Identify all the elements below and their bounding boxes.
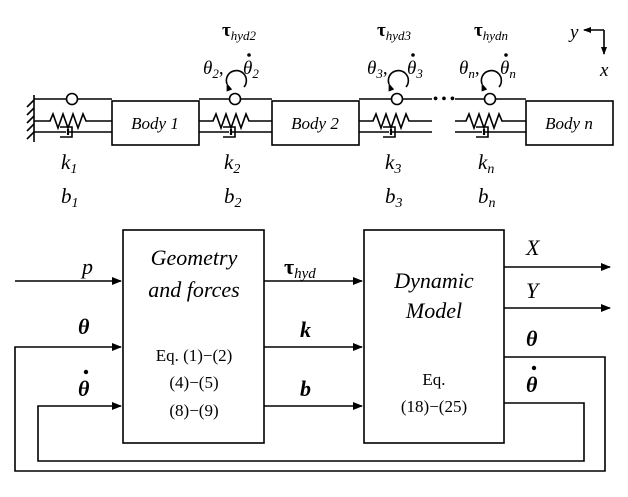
b2-label: b2 [224,184,242,211]
dynamic-eq-2: (18)−(25) [401,397,467,416]
y-output-label: Y [526,278,541,303]
angle-label-2: θ2, θ2 [203,53,259,81]
tau-label: τhyd [284,254,316,282]
block-diagram [14,229,611,472]
angle-label-n: θn, θn [459,53,516,81]
k1-label: k1 [61,150,77,177]
geometry-eq-1: Eq. (1)−(2) [156,346,233,365]
body-2-box [271,100,360,146]
p-label: p [80,254,93,279]
theta-dot-feedback-line [37,402,585,462]
body-1-box [111,100,200,146]
svg-text:θ: θ [78,376,90,401]
body-n-box [525,100,614,146]
b3-label: b3 [385,184,403,211]
theta-dot-output-label: θ [526,365,538,397]
svg-text:θ2,: θ2, [203,58,224,81]
joint-3 [359,69,432,138]
body-2-label: Body 2 [291,114,339,133]
b-signal-label: b [300,376,311,401]
mechanical-schematic [26,27,614,146]
block-diagram-labels: Geometry and forces Eq. (1)−(2) (4)−(5) … [78,235,541,420]
svg-text:θ: θ [526,372,538,397]
dynamic-title-1: Dynamic [393,268,474,293]
theta-feedback-line [14,343,606,472]
axes-indicator [583,27,607,55]
svg-text:θn: θn [500,58,516,81]
geometry-block [122,229,265,444]
ellipsis: • • • [433,92,455,107]
kn-label: kn [478,150,494,177]
bn-label: bn [478,184,496,211]
torque-label-3: τhyd3 [377,20,412,43]
theta-output-label: θ [526,326,538,351]
geometry-eq-2: (4)−(5) [169,373,218,392]
geometry-eq-3: (8)−(9) [169,401,218,420]
svg-text:θ3,: θ3, [367,58,388,81]
k3-label: k3 [385,150,401,177]
joint-n [455,69,526,138]
svg-text:θ3: θ3 [407,58,423,81]
theta-input-label: θ [78,314,90,339]
dynamic-eq-1: Eq. [422,370,445,389]
svg-text:θn,: θn, [459,58,480,81]
body-1-label: Body 1 [131,114,179,133]
body-n-label: Body n [545,114,593,133]
torque-label-n: τhydn [474,20,508,43]
k-signal-label: k [300,317,311,342]
y-axis-label: y [568,22,579,43]
torque-label-2: τhyd2 [222,20,257,43]
b1-label: b1 [61,184,79,211]
geometry-title-2: and forces [148,277,239,302]
geometry-title-1: Geometry [151,245,238,270]
joint-2 [199,69,272,138]
angle-label-3: θ3, θ3 [367,53,423,81]
svg-text:θ2: θ2 [243,58,259,81]
k2-label: k2 [224,150,240,177]
dynamic-title-2: Model [405,298,462,323]
theta-dot-input-label: θ [78,369,90,401]
dynamic-block [363,229,505,444]
joint-1 [34,92,112,138]
x-output-label: X [525,235,541,260]
mechanical-labels: Body 1 Body 2 Body n • • • τhyd2 τhyd3 τ… [61,20,609,211]
x-axis-label: x [599,60,609,81]
ground-wall [26,95,35,142]
